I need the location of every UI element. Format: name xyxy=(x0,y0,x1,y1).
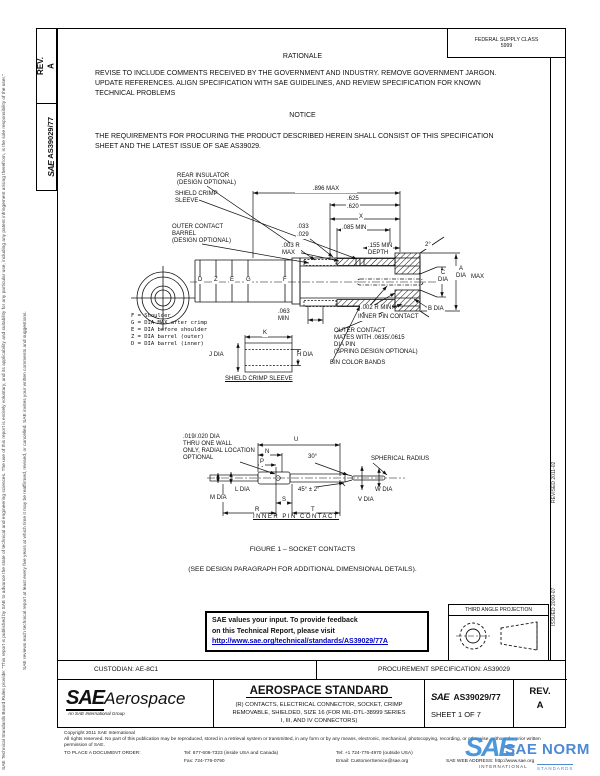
fsc-label: FEDERAL SUPPLY CLASS xyxy=(474,37,539,43)
dim-029: .029 xyxy=(296,232,310,239)
pin-dim-r: R xyxy=(254,507,261,514)
dim-085-min: .085 MIN xyxy=(341,225,368,232)
order-label: TO PLACE A DOCUMENT ORDER: xyxy=(64,750,141,756)
margin-disclaimer-2: SAE reviews each technical report at lea… xyxy=(23,311,28,670)
dim-620: .620 xyxy=(346,204,360,211)
pin-dim-l-dia: L DIA xyxy=(234,487,251,494)
pin-dim-n: N xyxy=(264,449,271,456)
rationale-title: RATIONALE xyxy=(282,53,323,60)
rev-sidebar-box: REV. A xyxy=(36,28,57,104)
pin-hole-note: .019/.020 DIA THRU ONE WALL ONLY, RADIAL… xyxy=(183,434,255,461)
pin-angle-45: 45° ± 2° xyxy=(297,487,321,494)
pin-dim-v-dia: V DIA xyxy=(357,497,375,504)
sae-logo-mark: SAE xyxy=(66,687,105,711)
dim-002-r-min: .002 R MIN xyxy=(360,305,393,312)
dim-angle-2deg: 2° xyxy=(424,242,432,249)
dim-a-dia-max: MAX xyxy=(470,274,486,281)
figure1-geometry xyxy=(131,185,460,516)
rev-sidebar-label: REV. A xyxy=(36,57,56,75)
dim-letter-e: E xyxy=(229,277,236,284)
figure1-subcaption: (SEE DESIGN PARAGRAPH FOR ADDITIONAL DIM… xyxy=(188,566,417,573)
pin-angle-30: 30° xyxy=(307,454,319,461)
dim-c-dia: C DIA xyxy=(437,270,450,284)
dimension-legend: F = Shoulder G = DIA MAX after crimp E =… xyxy=(131,313,208,348)
title-block: CUSTODIAN: AE-8C1 PROCUREMENT SPECIFICAT… xyxy=(57,660,567,728)
revised-date-label: REVISED 2011-02 xyxy=(551,461,557,504)
label-spherical-radius: SPHERICAL RADIUS xyxy=(371,456,430,462)
dim-letter-f: F xyxy=(282,277,288,284)
standard-subtitle: (R) CONTACTS, ELECTRICAL CONNECTOR, SOCK… xyxy=(232,702,406,724)
order-tel1: Tel: 877-606-7323 (inside USA and Canada… xyxy=(184,750,279,756)
dim-155-min-depth: .155 MIN DEPTH xyxy=(367,243,394,257)
rights-line: All rights reserved. No part of this pub… xyxy=(64,737,541,748)
sleeve-dim-h-dia: H DIA xyxy=(296,352,315,359)
sleeve-caption: SHIELD CRIMP SLEEVE xyxy=(225,376,293,382)
sae-logo: SAE xyxy=(46,160,56,177)
pin-dim-w-dia: W DIA xyxy=(374,487,394,494)
feedback-link[interactable]: http://www.sae.org/technical/standards/A… xyxy=(212,638,388,645)
custodian-label: CUSTODIAN: AE-8C1 xyxy=(94,666,159,673)
federal-supply-class-box: FEDERAL SUPPLY CLASS 5999 xyxy=(447,28,566,58)
doc-number-sidebar-box: SAE AS39029/77 xyxy=(36,103,57,191)
aerospace-standard-title: AEROSPACE STANDARD xyxy=(245,685,393,698)
procurement-spec-label: PROCUREMENT SPECIFICATION: AS39029 xyxy=(378,666,510,673)
pin-dim-u: U xyxy=(293,437,300,444)
notice-body: THE REQUIREMENTS FOR PROCURING THE PRODU… xyxy=(95,133,494,150)
notice-title: NOTICE xyxy=(289,112,316,119)
dim-625: .625 xyxy=(346,196,360,203)
order-tel2: Tel: +1 724-776-4970 (outside USA) xyxy=(336,750,413,756)
label-shield-crimp-sleeve: SHIELD CRIMP SLEEVE xyxy=(175,191,218,204)
footer: Copyright 2011 SAE International All rig… xyxy=(64,731,566,767)
dim-063-min: .063 MIN xyxy=(277,309,291,323)
dim-003-r-max: .003 R MAX xyxy=(281,243,301,257)
dim-letter-z: Z xyxy=(213,277,219,284)
order-email: Email: CustomerService@sae.org xyxy=(336,758,409,764)
copyright-line: Copyright 2011 SAE International xyxy=(64,731,135,736)
dim-x: X xyxy=(358,214,365,221)
feedback-box: SAE values your input. To provide feedba… xyxy=(205,611,429,652)
dim-b-dia: B DIA xyxy=(427,306,445,313)
dim-letter-g: G xyxy=(245,277,252,284)
margin-disclaimer-1: SAE Technical Standards Board Rules prov… xyxy=(2,74,7,770)
issued-date-label: ISSUED 2000-07 xyxy=(551,587,557,627)
third-angle-projection-box: THIRD ANGLE PROJECTION xyxy=(448,604,549,664)
sleeve-dim-k: K xyxy=(262,330,269,337)
feedback-line1: SAE values your input. To provide feedba… xyxy=(212,617,358,624)
pin-dim-p: P xyxy=(259,459,266,466)
pin-dim-t: T xyxy=(310,507,316,514)
projection-title: THIRD ANGLE PROJECTION xyxy=(449,605,548,616)
pin-dim-s: S xyxy=(281,497,288,504)
label-outer-contact-barrel: OUTER CONTACT BARREL (DESIGN OPTIONAL) xyxy=(172,224,232,244)
aerospace-logo-text: Aerospace xyxy=(104,689,186,708)
sae-aerospace-logo: SAEAerospace An SAE International Group xyxy=(66,687,211,716)
sleeve-dim-j-dia: J DIA xyxy=(208,352,225,359)
label-outer-contact-mates: OUTER CONTACT MATES WITH .0635/.0615 DIA… xyxy=(334,328,418,355)
dim-a-dia: A DIA xyxy=(455,266,468,280)
rationale-body: REVISE TO INCLUDE COMMENTS RECEIVED BY T… xyxy=(95,70,497,97)
label-bin-color-bands: BIN COLOR BANDS xyxy=(330,360,386,366)
pin-dim-m-dia: M DIA xyxy=(209,495,228,502)
right-column-rule xyxy=(550,28,551,660)
sae-web-address: SAE WEB ADDRESS: http://www.sae.org xyxy=(446,758,535,764)
feedback-line2: on this Technical Report, please visit xyxy=(212,627,335,635)
label-rear-insulator: REAR INSULATOR (DESIGN OPTIONAL) xyxy=(177,173,237,186)
rev-cell-value: A xyxy=(536,700,544,711)
doc-cell-number: AS39029/77 xyxy=(453,692,501,702)
dim-letter-d: D xyxy=(197,277,204,284)
pin-caption: INNER PIN CONTACT xyxy=(253,514,340,520)
label-inner-pin-contact: INNER PIN CONTACT xyxy=(357,314,420,321)
dim-896-max: .896 MAX xyxy=(295,186,357,193)
doc-number-label: AS39029/77 xyxy=(46,117,55,159)
sheet-number: SHEET 1 OF 7 xyxy=(431,710,481,719)
figure1-caption: FIGURE 1 – SOCKET CONTACTS xyxy=(249,546,356,553)
doc-cell-sae-logo: SAE xyxy=(431,692,450,703)
figure1-drawing: REAR INSULATOR (DESIGN OPTIONAL) SHIELD … xyxy=(57,160,548,572)
rev-cell-label: REV. xyxy=(529,686,551,697)
fsc-value: 5999 xyxy=(500,43,513,49)
projection-symbol-icon xyxy=(456,621,538,651)
order-fax: Fax: 724-776-0790 xyxy=(184,758,225,764)
logo-subtitle: An SAE International Group xyxy=(68,711,125,716)
dim-033: .033 xyxy=(296,224,310,231)
